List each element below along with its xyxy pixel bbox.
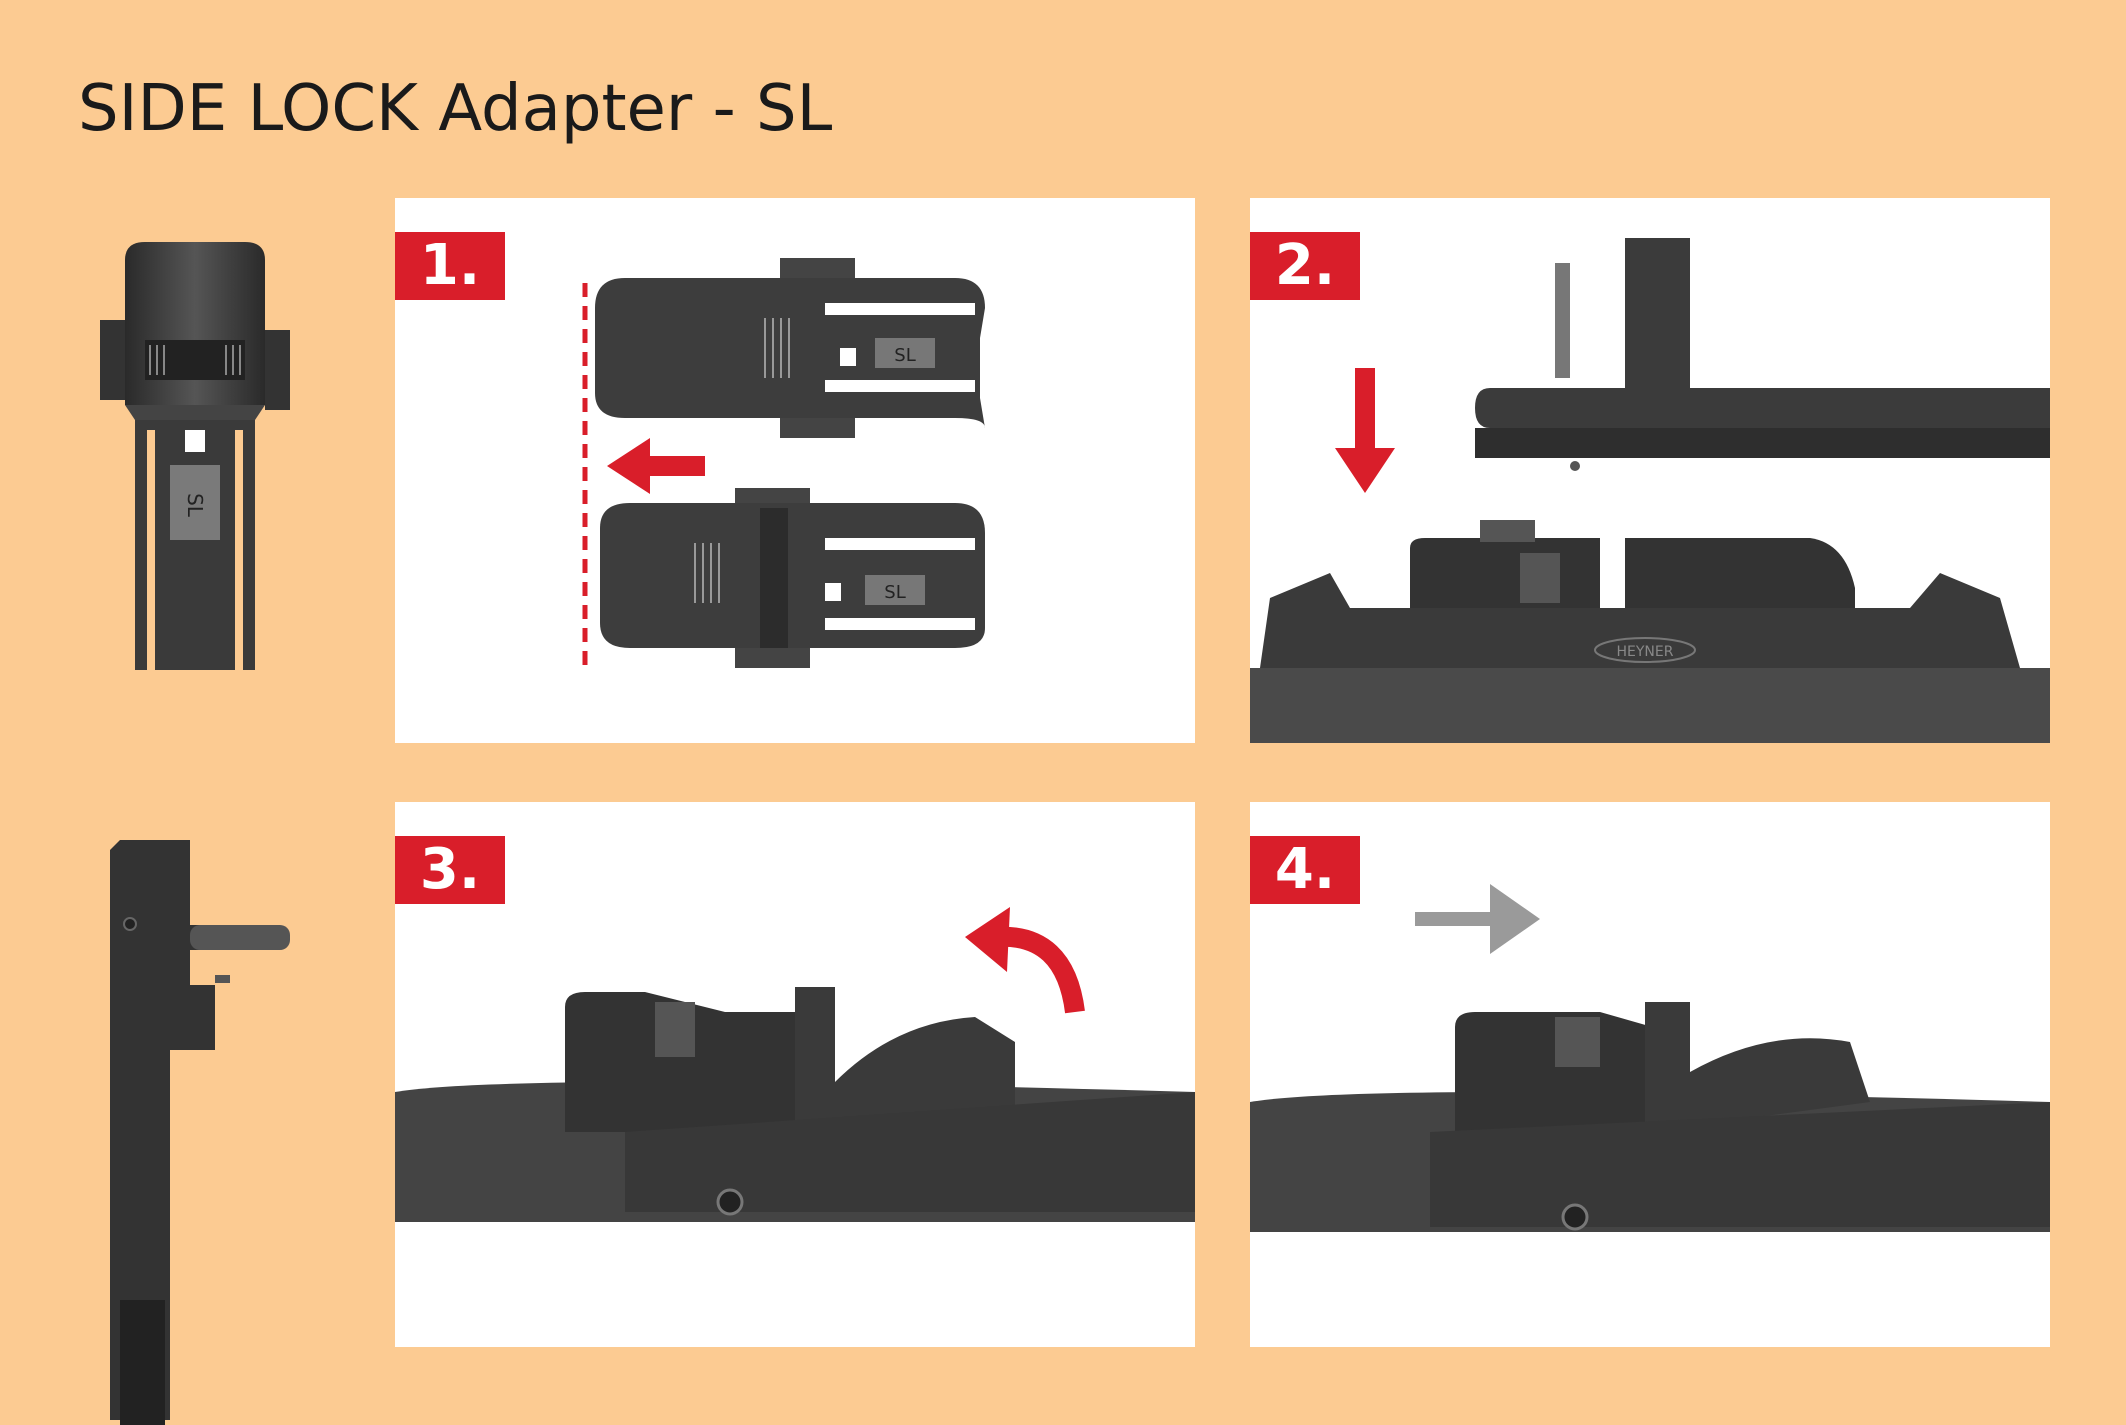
step-1-illustration: SL SL [582,258,985,668]
step-1-panel: 1. SL [395,198,1195,743]
step-1-badge: 1. [395,232,505,300]
arrow-left-icon [607,438,705,494]
step-4-illustration [1250,884,2050,1232]
step-3-badge: 3. [395,836,505,904]
adapter-front-view: SL [100,242,290,670]
adapter-top: SL [595,258,985,438]
step-3-panel: 3. [395,802,1195,1347]
wiper-blade [1250,1002,2050,1232]
adapter-marking: SL [183,493,207,518]
step-2-badge: 2. [1250,232,1360,300]
blade-brand: HEYNER [1617,644,1674,660]
svg-text:SL: SL [884,582,905,603]
step-2-panel: 2. HEYNER [1250,198,2050,743]
wiper-blade [395,987,1195,1222]
adapter-bottom: SL [600,488,985,668]
arrow-down-icon [1335,368,1395,493]
wiper-arm-side-view [110,840,290,1425]
wiper-blade: HEYNER [1250,520,2050,743]
curved-arrow-icon [965,907,1085,1014]
svg-text:SL: SL [894,345,915,366]
step-2-illustration: HEYNER [1250,238,2050,743]
step-4-panel: 4. [1250,802,2050,1347]
wiper-arm [1475,238,2050,471]
arrow-right-icon [1415,884,1540,954]
step-4-badge: 4. [1250,836,1360,904]
page-title: SIDE LOCK Adapter - SL [78,72,833,146]
step-3-illustration [395,907,1195,1222]
